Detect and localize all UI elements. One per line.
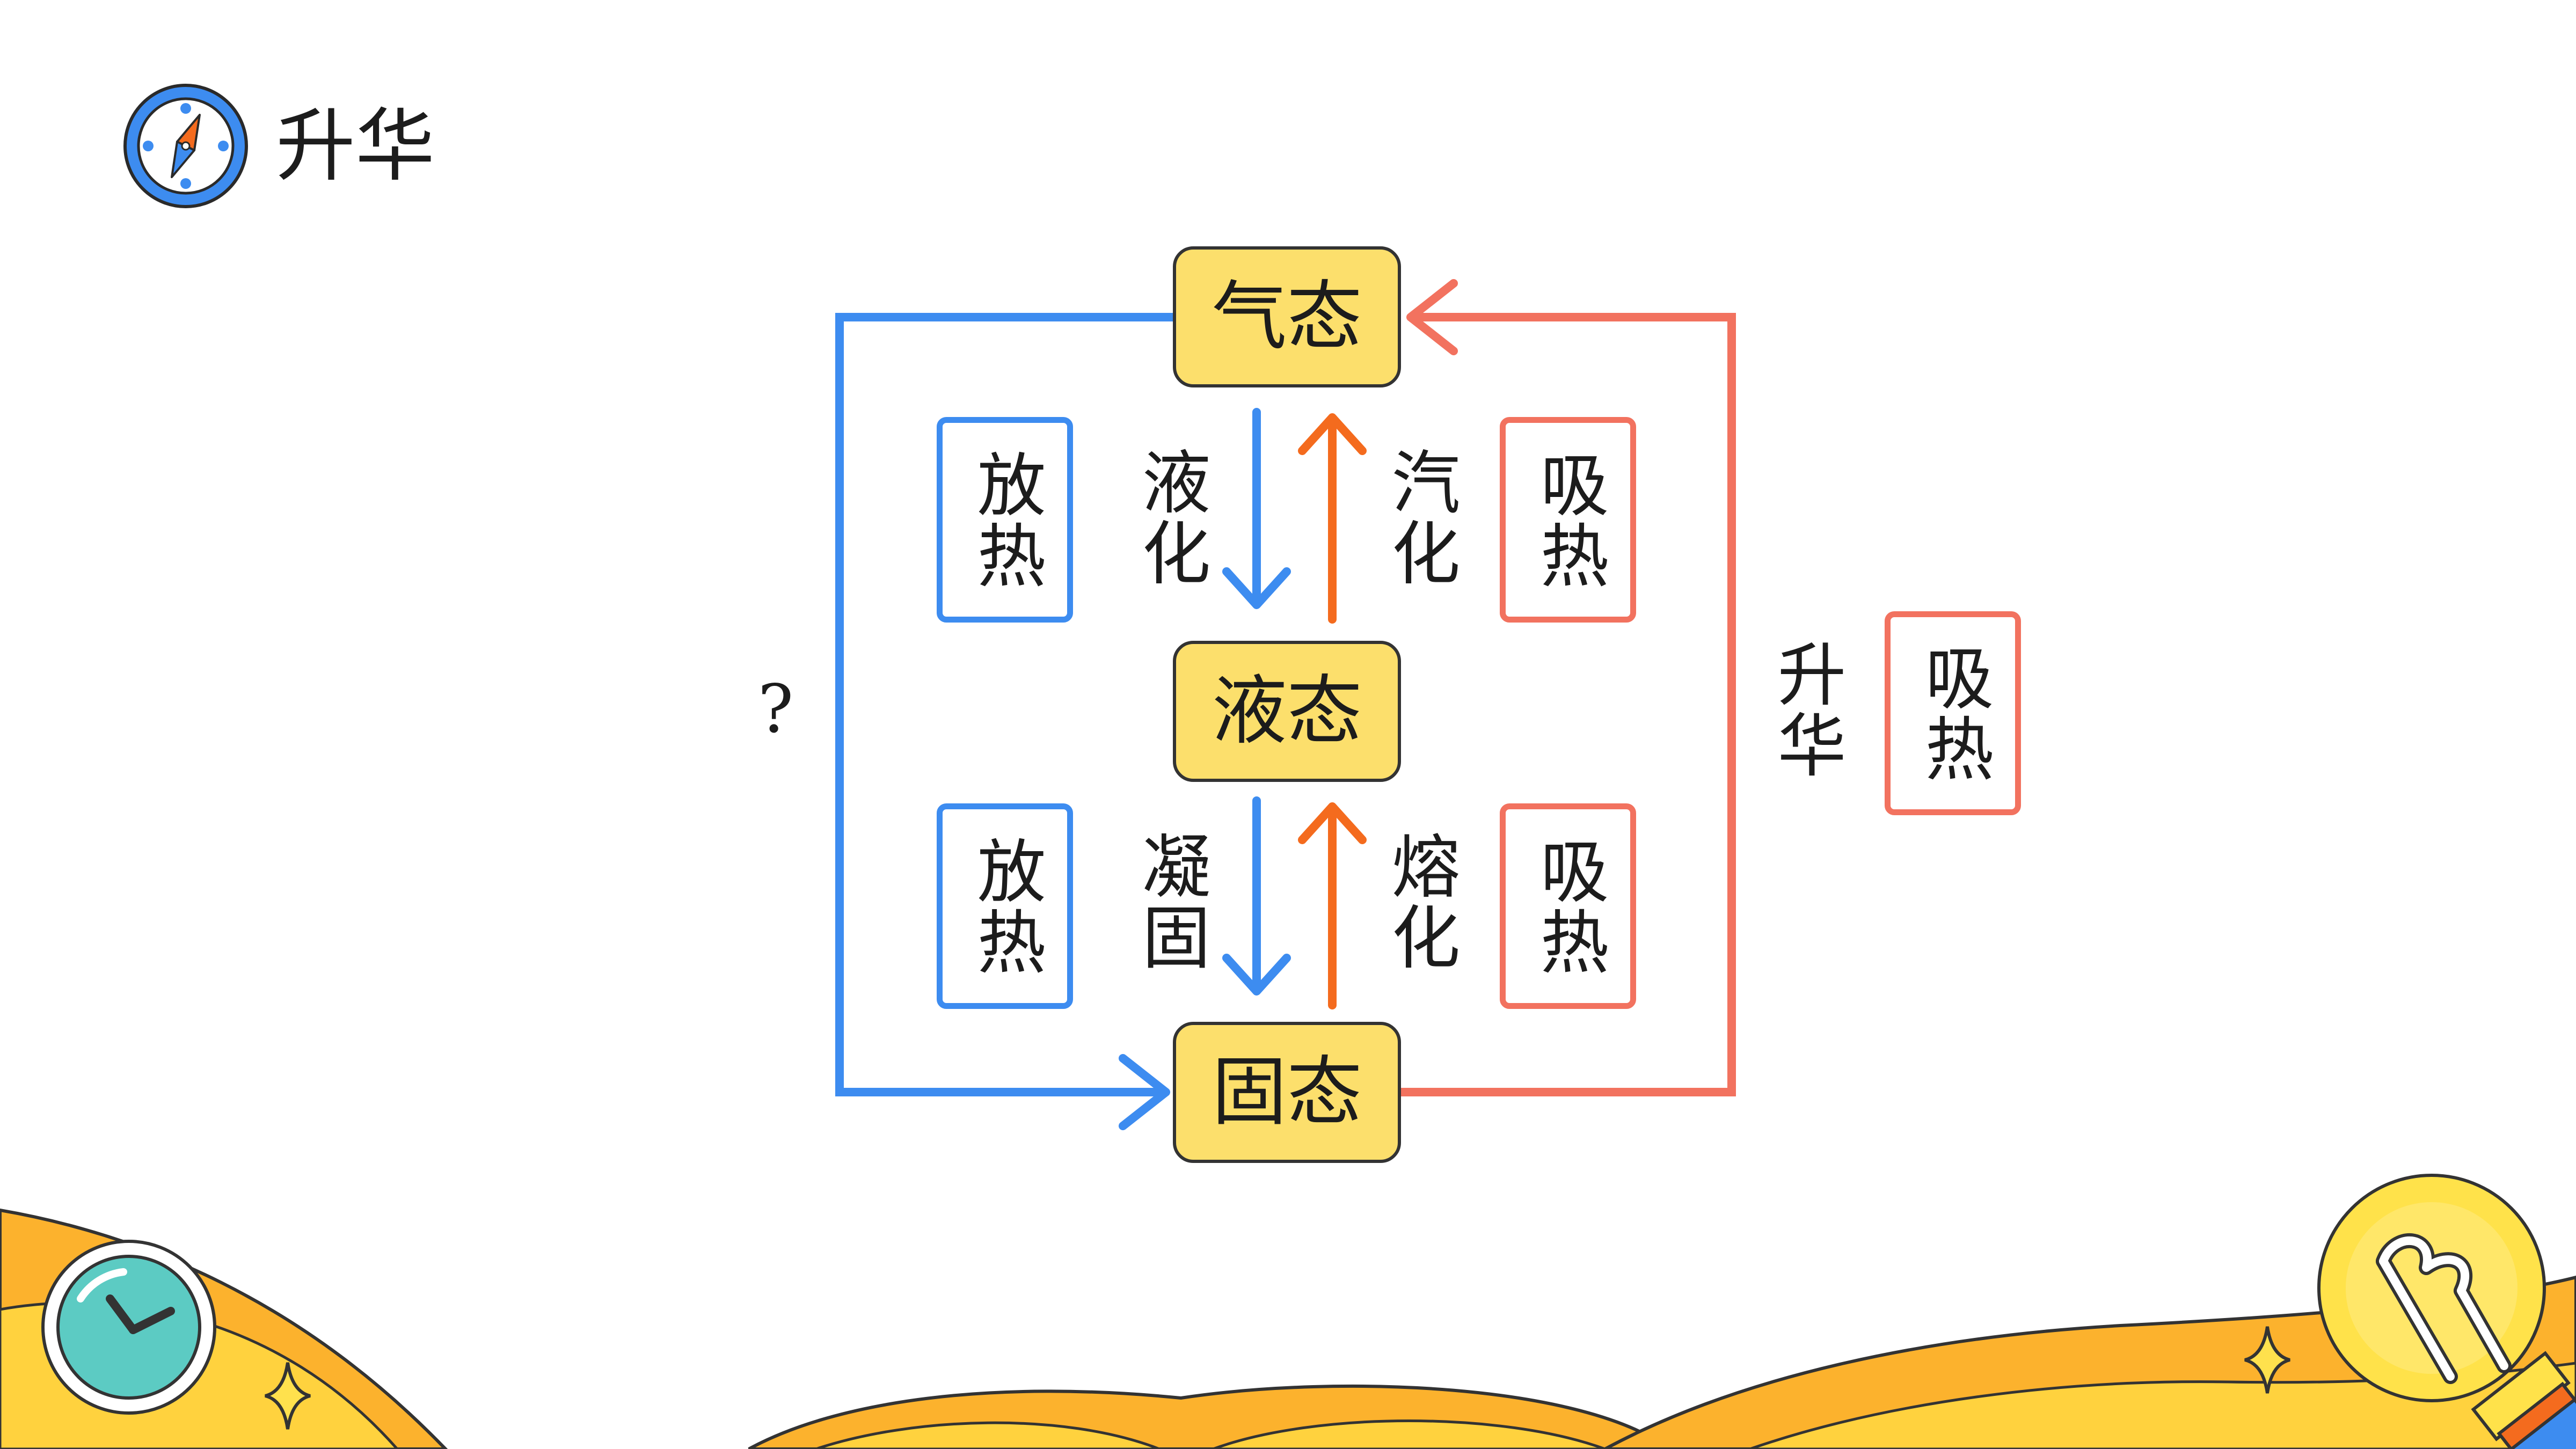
heat-box-vaporization: 吸热 — [1500, 417, 1636, 623]
state-solid-label: 固态 — [1212, 1048, 1362, 1136]
heat-absorb-label: 吸热 — [1528, 449, 1608, 591]
sparkle-icon — [2244, 1326, 2290, 1394]
process-solidification: 凝固 — [1130, 821, 1210, 982]
process-liquefaction-label: 液化 — [1130, 447, 1210, 588]
heat-release-label: 放热 — [965, 449, 1045, 591]
state-solid: 固态 — [1173, 1022, 1401, 1163]
arrow-gas-to-solid — [835, 313, 1174, 1130]
page-title: 升华 — [276, 100, 435, 192]
process-vaporization: 汽化 — [1380, 437, 1460, 598]
heat-box-sublimation: 吸热 — [1885, 611, 2021, 815]
arrow-sublimation — [1400, 279, 1736, 1096]
heat-box-solidification: 放热 — [937, 803, 1073, 1009]
compass-icon — [123, 84, 248, 208]
process-solidification-label: 凝固 — [1130, 831, 1210, 972]
sparkle-icon — [265, 1362, 311, 1430]
process-melting-label: 熔化 — [1380, 831, 1460, 972]
state-liquid: 液态 — [1173, 641, 1401, 782]
process-sublimation-label: 升华 — [1765, 639, 1845, 780]
arrow-vaporization — [1298, 413, 1367, 624]
heat-release-label: 放热 — [965, 835, 1045, 977]
heat-box-melting: 吸热 — [1500, 803, 1636, 1009]
state-gas: 气态 — [1173, 246, 1401, 387]
bottom-wave-middle — [748, 1384, 1673, 1449]
arrow-solidification — [1222, 796, 1291, 996]
process-liquefaction: 液化 — [1130, 437, 1210, 598]
state-liquid-label: 液态 — [1212, 667, 1362, 755]
lightbulb-icon — [2317, 1174, 2576, 1449]
process-melting: 熔化 — [1380, 821, 1460, 982]
process-vaporization-label: 汽化 — [1380, 447, 1460, 588]
arrow-liquefaction — [1222, 408, 1291, 609]
heat-absorb-label: 吸热 — [1528, 835, 1608, 977]
process-gas-to-solid-label: ? — [757, 671, 794, 748]
clock-icon — [41, 1240, 216, 1415]
arrow-melting — [1298, 802, 1367, 1009]
heat-absorb-label: 吸热 — [1913, 642, 1993, 784]
state-gas-label: 气态 — [1212, 273, 1362, 361]
process-sublimation: 升华 — [1765, 629, 1845, 790]
heat-box-liquefaction: 放热 — [937, 417, 1073, 623]
